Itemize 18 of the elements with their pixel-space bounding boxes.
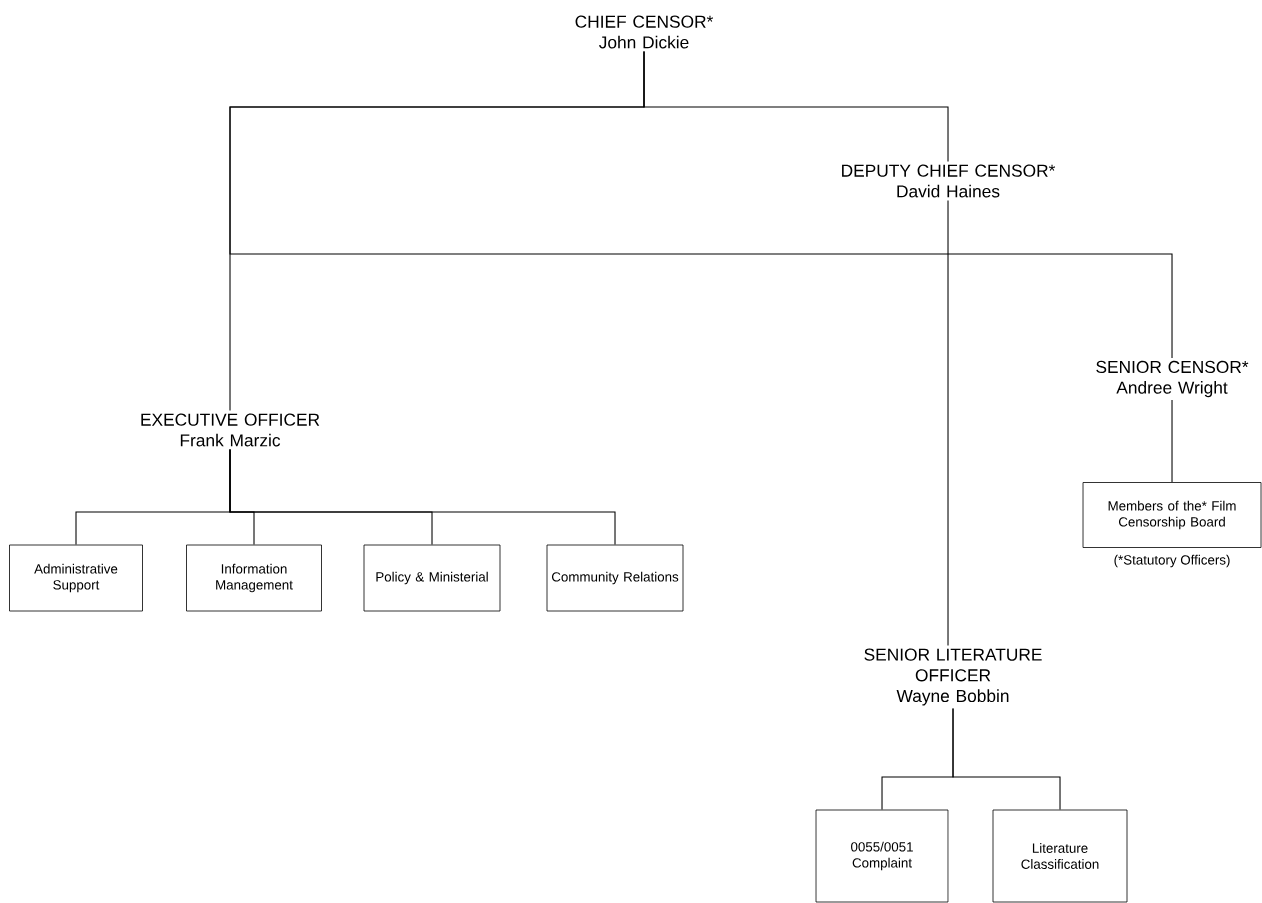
connector-line <box>1171 399 1173 483</box>
position-title: DEPUTY CHIEF CENSOR* David Haines <box>842 164 1056 198</box>
connector-line <box>952 707 1061 811</box>
note-text: (*Statutory Officers) <box>1114 554 1230 568</box>
unit-box: Literature Classification <box>992 809 1128 903</box>
unit-box: Administrative Support <box>9 544 143 612</box>
connector-line <box>229 50 1173 359</box>
unit-box: Policy & Ministerial <box>363 544 501 612</box>
unit-box: Community Relations <box>546 544 684 612</box>
connector-line <box>229 448 616 546</box>
unit-box: 0055/0051 Complaint <box>815 809 949 903</box>
position-title: EXECUTIVE OFFICER Frank Marzic <box>141 413 320 447</box>
unit-box: Members of the* Film Censorship Board <box>1082 482 1262 548</box>
position-title: SENIOR CENSOR* Andree Wright <box>1096 360 1249 398</box>
position-title: SENIOR LITERATURE OFFICER Wayne Bobbin <box>864 648 1042 706</box>
position-title: CHIEF CENSOR* John Dickie <box>575 15 714 49</box>
unit-box: Information Management <box>186 544 322 612</box>
connector-line <box>947 199 949 647</box>
